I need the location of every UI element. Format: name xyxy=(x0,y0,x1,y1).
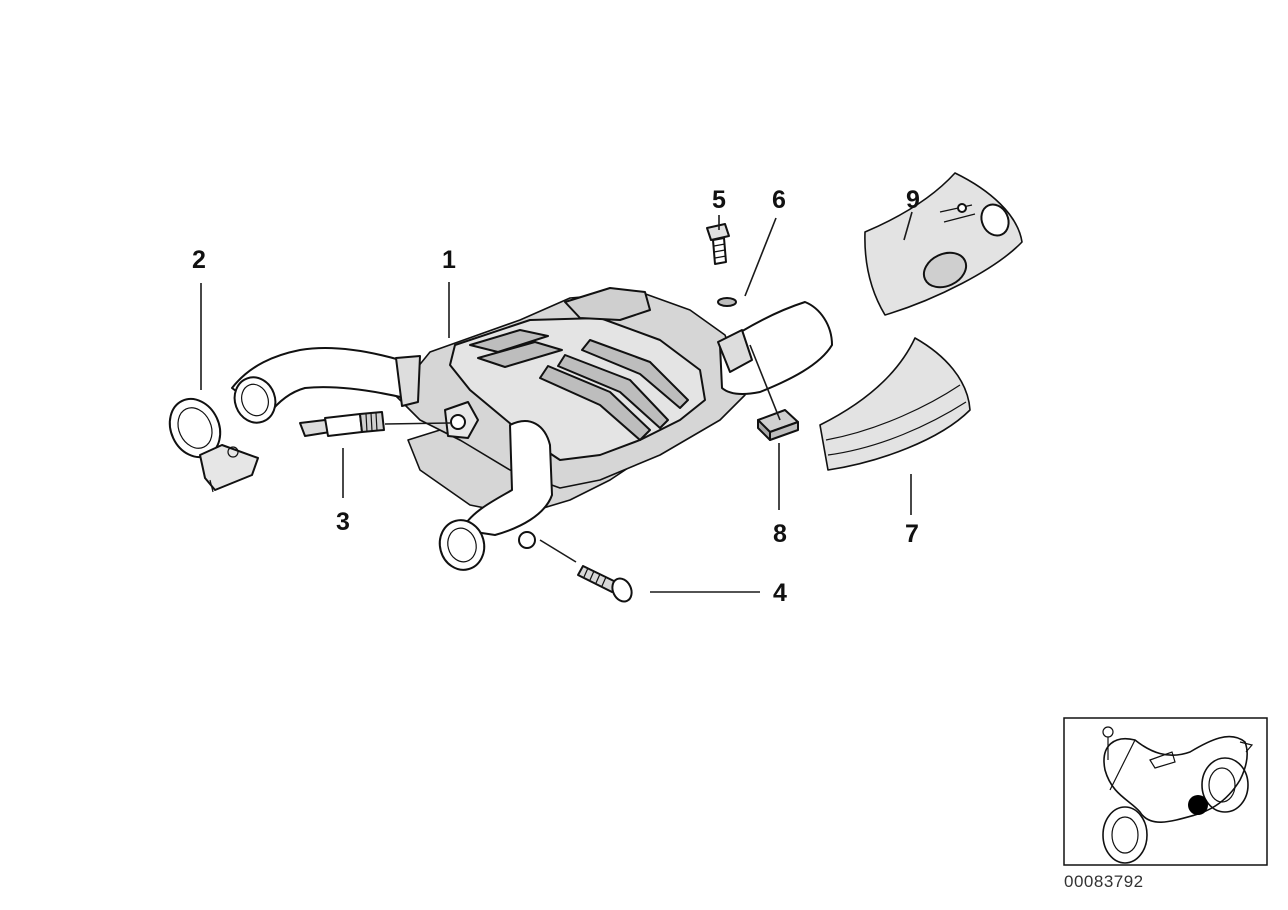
callout-1: 1 xyxy=(442,246,456,274)
leader-lines xyxy=(200,211,913,593)
callout-4: 4 xyxy=(773,579,787,607)
bolt-part-4[interactable] xyxy=(577,565,635,605)
motorcycle-icon xyxy=(1102,726,1254,864)
callout-3: 3 xyxy=(336,508,350,536)
heat-shield-part-9[interactable] xyxy=(864,172,1023,316)
callout-2: 2 xyxy=(192,246,206,274)
callout-6: 6 xyxy=(772,186,786,214)
part-number: 00083792 xyxy=(1064,872,1144,891)
clip-part-8[interactable] xyxy=(757,409,799,441)
silencer-part-1[interactable] xyxy=(228,287,833,575)
screw-part-5[interactable] xyxy=(706,223,730,265)
callout-labels: 1 2 3 4 5 6 7 8 9 xyxy=(192,186,920,607)
stud-part-3[interactable] xyxy=(299,411,385,437)
heat-shield-part-7[interactable] xyxy=(819,337,971,471)
location-marker xyxy=(1188,795,1208,815)
locator-inset xyxy=(1063,717,1268,866)
clamp-part-2[interactable] xyxy=(161,391,259,493)
callout-9: 9 xyxy=(906,186,920,214)
inset-frame xyxy=(1063,717,1268,866)
washer-part-6[interactable] xyxy=(717,297,737,307)
callout-8: 8 xyxy=(773,520,787,548)
callout-7: 7 xyxy=(905,520,919,548)
callout-5: 5 xyxy=(712,186,726,214)
